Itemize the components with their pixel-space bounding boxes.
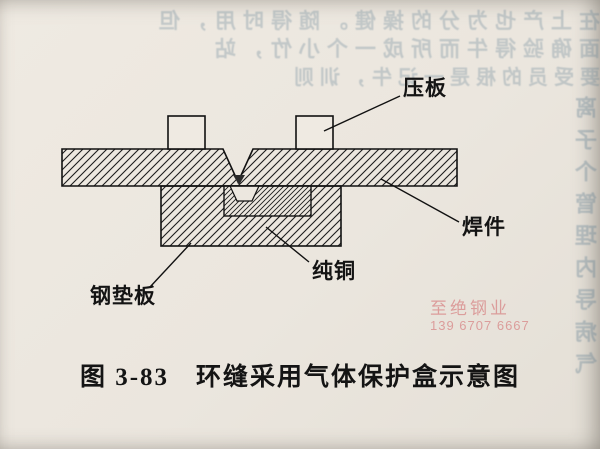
label-pure-copper: 纯铜 <box>312 259 356 283</box>
leader-line-clamp <box>323 95 401 132</box>
clamp-left-shape <box>167 115 206 150</box>
weldment-plate-shape <box>61 148 458 187</box>
label-pressure-clamp: 压板 <box>403 76 447 100</box>
weld-root-shape <box>233 175 245 185</box>
clamp-right-shape <box>295 115 334 150</box>
copper-insert-shape <box>223 185 312 217</box>
figure-caption: 图 3-83 环缝采用气体保护盒示意图 <box>79 364 521 391</box>
label-weldment: 焊件 <box>462 215 506 239</box>
leader-line-backing <box>149 242 192 288</box>
label-steel-backing-plate: 钢垫板 <box>90 284 156 308</box>
leader-line-weldment <box>380 178 460 223</box>
leader-line-copper <box>265 226 310 263</box>
